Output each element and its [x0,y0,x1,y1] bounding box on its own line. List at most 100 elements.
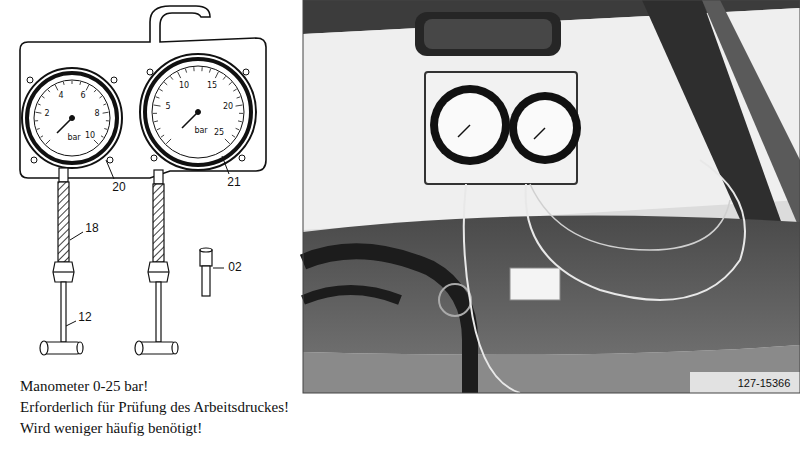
gauge-bracket-part [20,6,266,178]
hose-assembly-part [53,262,74,282]
car-interior-photo-part [509,92,581,164]
dial-tick [157,128,161,130]
dial-tick [154,120,158,122]
dial-number: 15 [207,82,217,91]
callout-number: 18 [85,222,98,235]
dial-tick [201,67,202,71]
dial-unit: bar [194,127,207,136]
caption-line: Manometer 0-25 bar! [20,378,148,395]
dial-tick [35,120,38,121]
pressure-gauge-part [243,69,249,75]
adapter-part [200,248,212,296]
caption-line: Erforderlich für Prüfung des Arbeitsdruc… [20,399,289,416]
dial-tick [238,120,242,122]
dial-tick [55,85,58,90]
dial-number: 6 [81,92,86,101]
dial-tick [103,104,106,105]
pressure-gauge-part [34,80,110,156]
car-interior-photo-part [303,0,800,393]
car-interior-photo-part [438,93,502,157]
pressure-gauge-part [27,77,33,83]
hose-assembly-part [135,341,143,355]
car-interior-photo-part [430,85,510,165]
dial-tick [153,113,157,114]
hose-assembly-part [58,182,69,262]
dial-tick [46,140,50,144]
car-interior-photo-part [702,0,800,230]
pressure-gauge-part [196,110,201,115]
dial-tick [236,105,243,106]
car-interior-photo-part [510,268,560,300]
dial-number: 25 [214,129,224,138]
callout-number: 20 [112,181,125,194]
hose-assembly-part [156,282,161,342]
car-interior-photo-part [534,128,545,139]
car-interior-photo-part [530,184,730,250]
dial-tick [229,82,232,85]
car-interior-photo-part [526,160,745,300]
hose-assembly-part [148,262,169,282]
dial-tick [36,112,42,113]
dial-tick [225,139,230,144]
hose-assembly-part [148,271,169,272]
dial-number: 10 [179,82,189,91]
hose-assembly-part [154,170,163,184]
car-interior-photo [303,0,800,393]
hose-assembly-part [44,342,80,354]
dial-tick [48,90,50,92]
dial-tick [159,89,162,91]
dial-tick [94,90,96,92]
dial-tick [164,82,167,85]
car-interior-photo-part [464,184,520,393]
hose-assembly-part [172,342,178,354]
leader-lines-part [70,232,83,240]
dial-tick [37,128,40,130]
dial-tick [170,76,173,79]
dial-tick [42,96,44,98]
car-interior-photo-part [690,372,800,393]
dial-number: 10 [85,132,95,141]
hose-assembly-part [61,282,66,342]
dial-tick [178,72,181,78]
dial-ticks [35,67,243,144]
car-interior-photo-part [303,290,400,300]
leader-lines-part [222,156,229,174]
hose-assembly-part [77,342,83,354]
dial-tick [236,128,240,130]
dial-tick [104,128,107,130]
dial-tick [209,69,210,73]
dial-number: 5 [166,103,171,112]
hose-assembly [135,170,178,355]
hose-assembly-part [139,342,175,354]
dial-tick [232,135,235,137]
dial-tick [72,81,73,84]
pressure-gauge-part [182,112,198,128]
dial-tick [94,140,98,144]
dial-tick [103,112,109,113]
car-interior-photo-part [303,345,800,393]
hose-assembly [40,168,83,355]
dial-tick [193,67,194,71]
car-interior-photo-part [458,125,470,137]
dial-number: 2 [45,110,50,119]
car-interior-photo-part [424,19,552,49]
dial-number: 8 [95,110,100,119]
pressure-gauge-part [107,157,113,163]
dial-tick [106,120,109,121]
dial-tick [100,96,102,98]
car-interior-photo-part [303,251,470,393]
leader-lines-part [66,321,76,326]
pressure-gauge-part [31,157,37,163]
callout-number: 02 [228,261,241,274]
dial-number: 4 [59,92,64,101]
dial-tick [239,113,243,114]
dial-tick [63,82,65,85]
dial-tick [41,136,44,138]
dial-tick [223,76,226,79]
dial-tick [237,97,241,98]
car-interior-photo-part [303,215,800,354]
dial-unit: bar [67,134,80,143]
car-interior-photo-part [303,0,800,393]
caption-line: Wird weniger häufig benötigt! [20,420,202,437]
